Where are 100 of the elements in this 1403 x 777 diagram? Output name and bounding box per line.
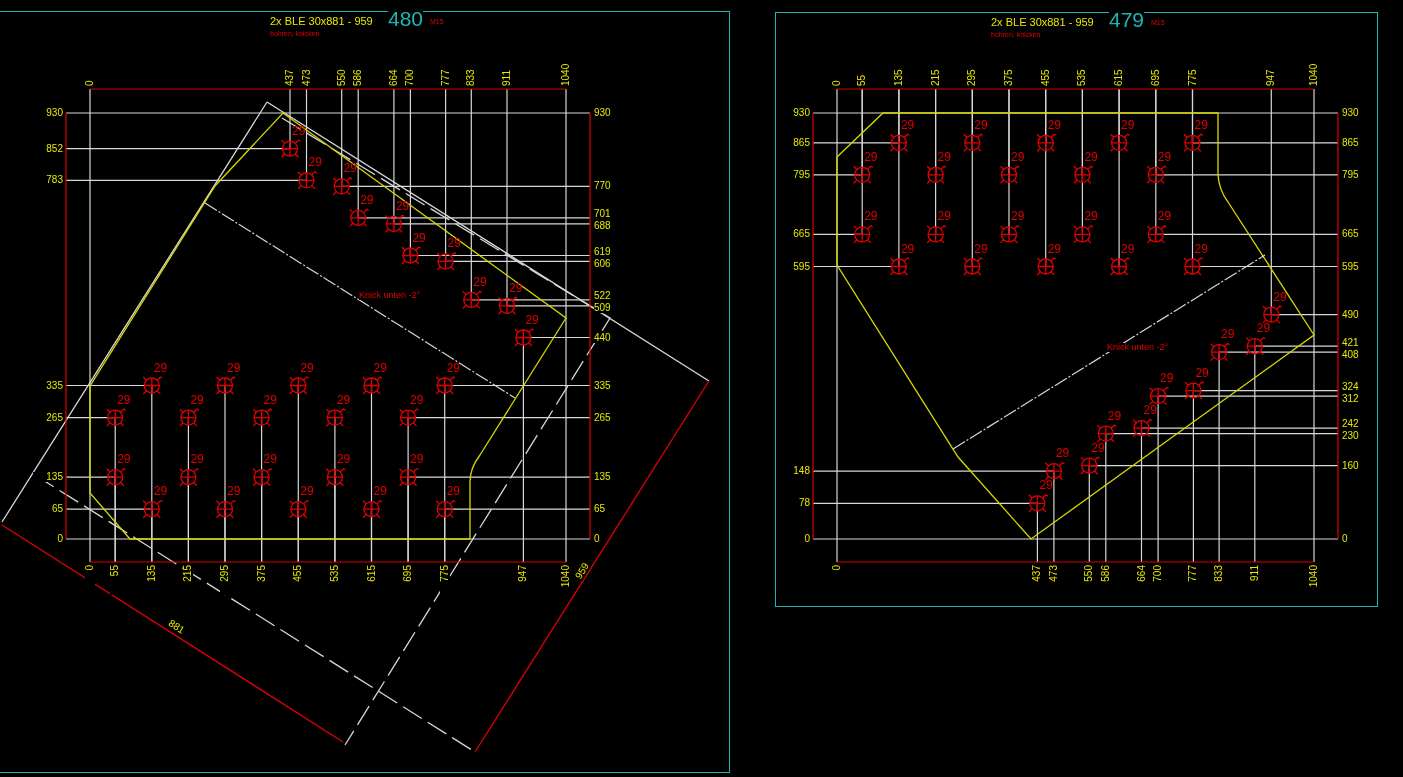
dimension-value: 665 (1342, 229, 1359, 240)
hole-size-label: 29 (1011, 150, 1025, 163)
part-title: 2x BLE 30x881 - 959 (270, 16, 373, 27)
hole-size-label: 29 (1194, 242, 1208, 255)
hole-size-label: 29 (1143, 404, 1157, 417)
hole-size-label: 29 (227, 485, 241, 498)
hole-size-label: 29 (190, 393, 204, 406)
hole-size-label: 29 (1107, 409, 1122, 422)
hole-size-label: 29 (360, 193, 374, 206)
hole-size-label: 29 (300, 361, 314, 374)
dimension-value: 55 (110, 565, 121, 595)
dimension-value: 312 (1342, 394, 1359, 404)
bend-note: Knick unten -2° (1107, 343, 1169, 352)
hole-size-label: 29 (336, 453, 351, 466)
hole-size-label: 29 (1091, 441, 1105, 454)
hole-size-label: 29 (395, 199, 410, 212)
hole-size-label: 29 (1121, 118, 1135, 131)
part-number: 480 (388, 8, 424, 29)
hole-size-label: 29 (292, 124, 306, 137)
hole-size-label: 29 (410, 453, 424, 466)
hole-size-label: 29 (1157, 210, 1172, 223)
hole-size-label: 29 (525, 313, 539, 326)
dimension-value: 619 (594, 247, 611, 257)
dimension-value: 688 (594, 221, 611, 231)
dimension-value: 135 (33, 472, 63, 483)
dimension-value: 959 (573, 561, 591, 581)
hole-size-label: 29 (446, 485, 461, 498)
hole-size-label: 29 (447, 237, 461, 250)
hole-size-label: 29 (974, 118, 988, 131)
hole-size-label: 29 (900, 242, 915, 255)
hole-size-label: 29 (900, 118, 915, 131)
hole-size-label: 29 (446, 361, 461, 374)
hole-size-label: 29 (1256, 322, 1271, 335)
dimension-value: 701 (594, 209, 611, 219)
dimension-value: 135 (594, 472, 611, 483)
hole-size-label: 29 (864, 150, 878, 163)
dimension-value: 795 (1342, 169, 1359, 180)
dimension-value: 335 (594, 380, 611, 391)
hole-size-label: 29 (509, 281, 523, 294)
hole-size-label: 29 (864, 210, 878, 223)
dimension-value: 490 (1342, 309, 1359, 320)
hole-size-label: 29 (300, 485, 314, 498)
dimension-value: 930 (594, 108, 611, 118)
hole-size-label: 29 (1273, 290, 1287, 303)
dimension-value: 865 (1342, 137, 1359, 148)
dimension-value: 440 (594, 332, 611, 343)
dimension-value: 295 (220, 565, 230, 595)
dimension-value: 775 (439, 565, 450, 595)
hole-size-label: 29 (190, 453, 204, 466)
hole-size-label: 29 (1157, 150, 1172, 163)
hole-size-label: 29 (373, 361, 387, 374)
hole-size-label: 29 (412, 231, 426, 244)
hole-size-label: 29 (1039, 479, 1053, 492)
dimension-value: 930 (1342, 108, 1359, 118)
hole-size-label: 29 (153, 361, 168, 374)
hole-size-label: 29 (1084, 210, 1098, 223)
hole-size-label: 29 (343, 162, 358, 175)
hole-size-label: 29 (1195, 366, 1209, 379)
hole-size-label: 29 (153, 485, 168, 498)
hole-size-label: 29 (1047, 118, 1062, 131)
hole-size-label: 29 (1011, 210, 1025, 223)
hole-size-label: 29 (1194, 118, 1208, 131)
hole-size-label: 29 (410, 393, 424, 406)
bend-note: Knick unten -2° (359, 291, 421, 300)
dimension-value: 606 (594, 259, 611, 269)
dimension-value: 595 (1342, 261, 1359, 272)
hole-size-label: 29 (937, 150, 951, 163)
dimension-value: 881 (166, 618, 187, 636)
hole-size-label: 29 (1160, 372, 1174, 385)
hole-size-label: 29 (1221, 328, 1235, 341)
hole-size-label: 29 (117, 453, 131, 466)
dimension-value: 509 (594, 303, 611, 313)
hole-size-label: 29 (308, 156, 322, 169)
hole-size-label: 29 (373, 485, 387, 498)
hole-size-label: 29 (1084, 150, 1098, 163)
dimension-value: 65 (594, 504, 606, 515)
dimension-value: 522 (594, 291, 611, 301)
hole-size-label: 29 (263, 453, 277, 466)
dimension-value: 0 (1342, 534, 1348, 544)
hole-size-label: 29 (937, 210, 951, 223)
hole-size-label: 29 (227, 361, 241, 374)
dimension-value: 242 (1342, 419, 1359, 429)
hole-size-label: 29 (263, 393, 277, 406)
dimension-value: 770 (594, 181, 611, 191)
hole-size-label: 29 (1047, 242, 1062, 255)
hole-size-label: 29 (473, 275, 487, 288)
dimension-value: 265 (594, 412, 611, 423)
dimension-value: 324 (1342, 382, 1359, 392)
dimension-value: 230 (1342, 431, 1359, 441)
dimension-value: 160 (1342, 460, 1359, 471)
dimension-value: 0 (594, 534, 600, 544)
dimension-value: 408 (1342, 350, 1359, 360)
hole-size-label: 29 (1121, 242, 1135, 255)
part-number: 479 (1109, 9, 1145, 30)
dimension-value: 421 (1342, 338, 1359, 348)
hole-size-label: 29 (336, 393, 351, 406)
part-title: 2x BLE 30x881 - 959 (991, 17, 1094, 28)
hole-size-label: 29 (974, 242, 988, 255)
hole-size-label: 29 (117, 393, 131, 406)
hole-size-label: 29 (1055, 447, 1070, 460)
